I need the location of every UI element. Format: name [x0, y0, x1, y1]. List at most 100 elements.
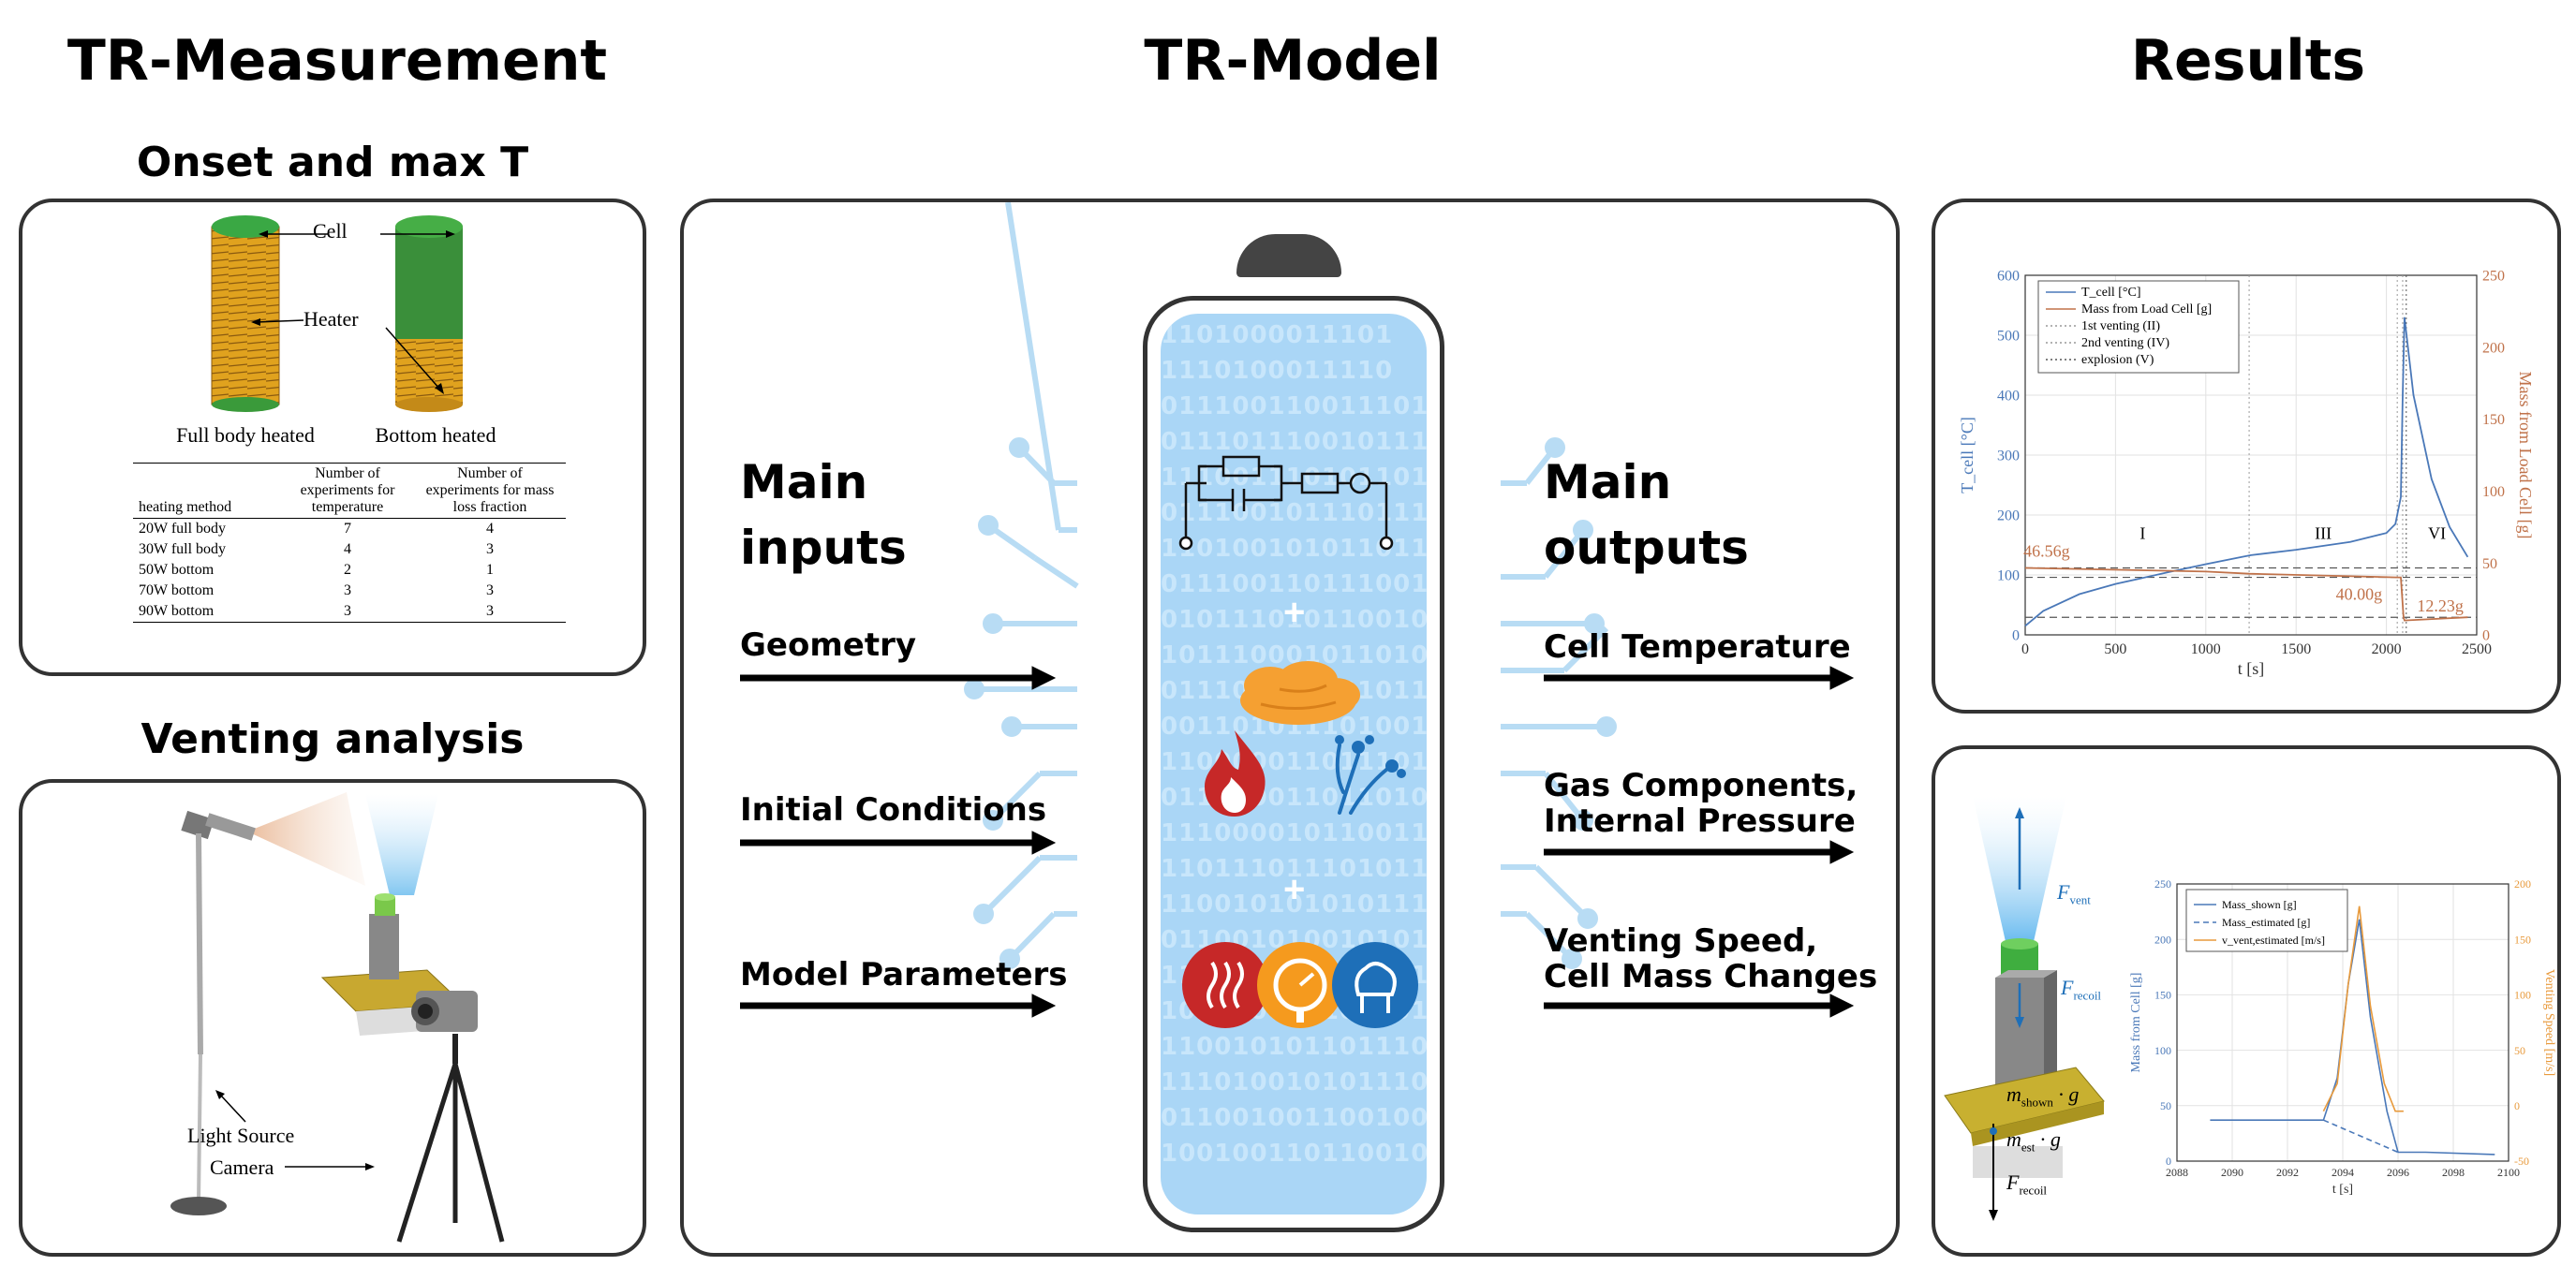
- measurement-header: TR-Measurement: [67, 28, 608, 94]
- plot-frame: [2176, 883, 2509, 1162]
- y-right-tick-label: 200: [2482, 340, 2505, 356]
- x-tick-label: 2098: [2442, 1166, 2465, 1179]
- x-axis-label: t [s]: [2238, 659, 2265, 678]
- bottom-caption: Bottom heated: [375, 423, 496, 447]
- x-tick-label: 2092: [2276, 1166, 2299, 1179]
- legend-entry: Mass_shown [g]: [2222, 898, 2297, 911]
- x-tick-label: 1000: [2191, 641, 2221, 657]
- binary-background: 1101000011101 1110100011110 01110011001110…: [1161, 314, 1427, 1214]
- output-cell-temperature: Cell Temperature: [1544, 628, 1851, 666]
- y-left-tick-label: 0: [2012, 628, 2020, 644]
- binary-row: 1100101010101111: [1161, 891, 1427, 919]
- input-model-parameters: Model Parameters: [740, 956, 1068, 994]
- binary-row: 0111001100111010: [1161, 392, 1427, 420]
- x-tick-label: 2100: [2497, 1166, 2520, 1179]
- y-right-tick-label: -50: [2514, 1155, 2529, 1168]
- legend-entry: v_vent,estimated [m/s]: [2222, 934, 2325, 947]
- x-tick-label: 2096: [2387, 1166, 2409, 1179]
- heater-label: Heater: [303, 307, 359, 331]
- table-cell: 7: [344, 521, 351, 537]
- y-left-tick-label: 600: [1997, 269, 2020, 285]
- binary-row: 1110100101011101: [1161, 1068, 1427, 1097]
- mass-annotation: 12.23g: [2417, 596, 2464, 615]
- binary-row: 0101110101100100: [1161, 606, 1427, 634]
- y-left-tick-label: 100: [1997, 568, 2020, 584]
- bottom-heated-cell: [395, 215, 463, 412]
- binary-row: 0111011100101111: [1161, 428, 1427, 456]
- table-cell: 90W bottom: [139, 603, 215, 619]
- table-row: 90W bottom 3 3: [133, 601, 566, 623]
- circuit-traces: [964, 202, 1617, 969]
- table-header: heating method: [139, 499, 232, 515]
- outputs-title: Main outputs: [1544, 455, 1749, 575]
- table-cell: 20W full body: [139, 521, 227, 537]
- fvent-label: Fvent: [2057, 880, 2091, 907]
- input-geometry: Geometry: [740, 626, 916, 664]
- mest-label: mest · g: [2006, 1127, 2061, 1155]
- table-cell: 3: [486, 603, 494, 619]
- legend-entry: Mass from Load Cell [g]: [2081, 302, 2212, 316]
- mass-annotation: 40.00g: [2336, 585, 2383, 604]
- binary-row: 1101000011101: [1161, 321, 1394, 349]
- frecoil-label-top: Frecoil: [2061, 976, 2102, 1003]
- x-tick-label: 2090: [2221, 1166, 2243, 1179]
- binary-row: 1110100011110: [1161, 357, 1394, 385]
- x-tick-label: 1500: [2281, 641, 2311, 657]
- full-body-caption: Full body heated: [176, 423, 315, 447]
- binary-row: 1100101011011101: [1161, 1033, 1427, 1061]
- full-body-cell: [211, 215, 280, 412]
- flame-icon: [1205, 730, 1266, 817]
- table-cell: 4: [344, 541, 351, 557]
- table-cell: 2: [344, 562, 351, 578]
- table-cell: 3: [344, 603, 351, 619]
- y-left-axis-label: Mass from Cell [g]: [2129, 973, 2143, 1073]
- y-right-tick-label: 50: [2482, 556, 2497, 572]
- cells-illustration: [211, 215, 463, 412]
- cell-terminal: [1236, 234, 1341, 277]
- gas-cloud-icon: [1240, 661, 1360, 725]
- results-header: Results: [2130, 28, 2366, 94]
- series-line: [2024, 567, 2468, 622]
- light-source-label: Light Source: [187, 1124, 295, 1147]
- experiments-table: heating method Number of experiments for…: [133, 463, 566, 623]
- y-left-tick-label: 0: [2166, 1155, 2171, 1168]
- legend-box: [2037, 280, 2240, 374]
- binary-row: 1001001101100101: [1161, 1140, 1427, 1168]
- light-beam: [247, 792, 365, 886]
- y-left-tick-label: 400: [1997, 389, 2020, 405]
- legend-entry: T_cell [°C]: [2081, 286, 2141, 300]
- vent-icon: [1332, 942, 1418, 1028]
- y-left-tick-label: 50: [2160, 1099, 2171, 1112]
- legend-entry: 2nd venting (IV): [2081, 336, 2169, 350]
- venting-plume: [365, 794, 438, 895]
- binary-row: 0111001011101110: [1161, 499, 1427, 527]
- binary-row: 0111001101110011: [1161, 570, 1427, 598]
- binary-row: 1110000101100111: [1161, 819, 1427, 847]
- onset-title: Onset and max T: [136, 139, 529, 186]
- frecoil-label-bottom: Frecoil: [2006, 1170, 2048, 1198]
- light-source: [170, 810, 256, 1215]
- battery-cell: 1101000011101 1110100011110 01110011001110…: [1143, 296, 1444, 1232]
- table-header: Number of experiments for temperature: [300, 465, 395, 515]
- y-left-axis-label: T_cell [°C]: [1958, 417, 1976, 493]
- legend-entry: 1st venting (II): [2081, 319, 2160, 333]
- y-right-tick-label: 100: [2482, 484, 2505, 500]
- x-tick-label: 500: [2104, 641, 2126, 657]
- series-line: [2210, 919, 2495, 1156]
- y-right-tick-label: 150: [2514, 933, 2531, 946]
- chart-legend: T_cell [°C] Mass from Load Cell [g] 1st ve…: [2037, 280, 2240, 374]
- series-line: [2323, 1119, 2399, 1154]
- legend-entry: Mass_estimated [g]: [2222, 916, 2310, 929]
- table-cell: 3: [486, 541, 494, 557]
- x-tick-label: 2000: [2372, 641, 2402, 657]
- phase-label: VI: [2428, 524, 2446, 543]
- venting-title: Venting analysis: [141, 715, 525, 763]
- binary-row: 1110011101011010: [1161, 464, 1427, 492]
- model-header: TR-Model: [1144, 28, 1442, 94]
- y-right-tick-label: 0: [2514, 1099, 2520, 1112]
- y-left-tick-label: 300: [1997, 449, 2020, 464]
